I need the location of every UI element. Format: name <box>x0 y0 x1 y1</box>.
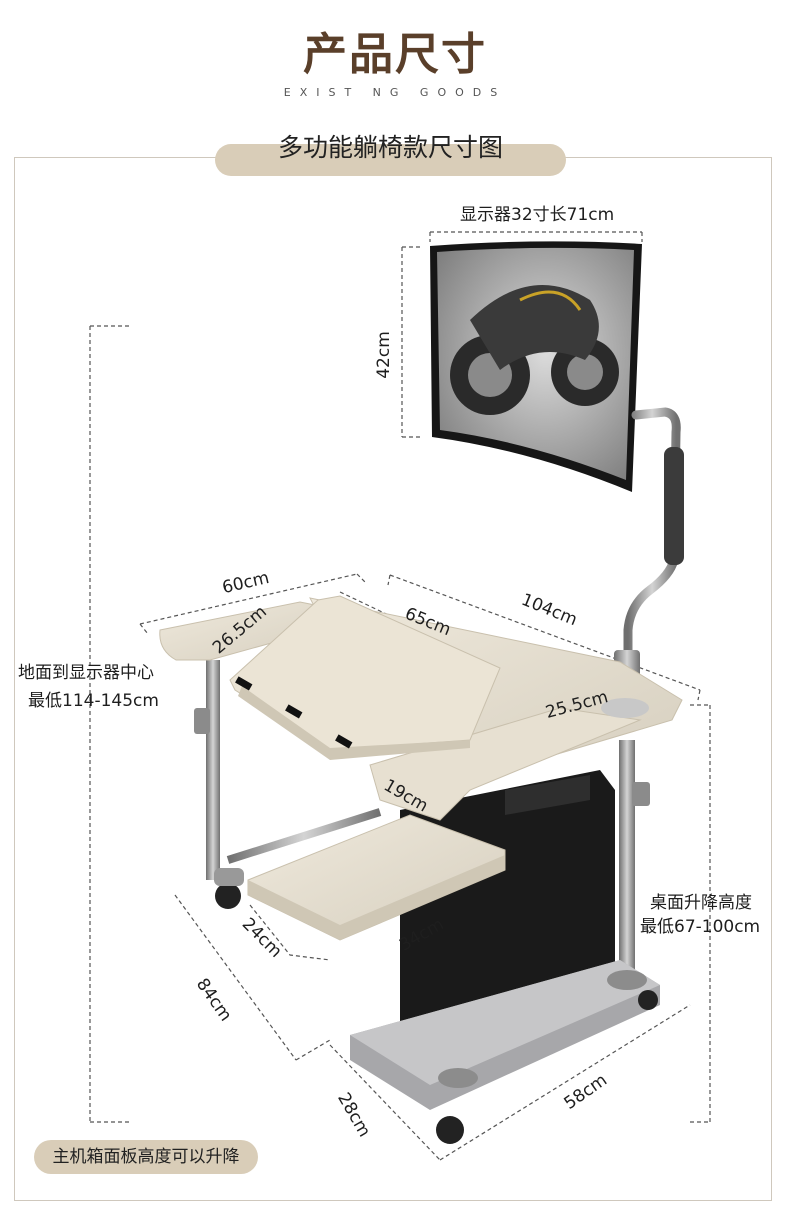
cross-bar <box>226 808 382 864</box>
page-subtitle: EXIST NG GOODS <box>283 86 507 99</box>
section-title: 多功能躺椅款尺寸图 <box>277 133 503 162</box>
caster-right <box>638 990 658 1010</box>
caster-front <box>436 1116 464 1144</box>
left-leg <box>206 660 220 880</box>
section-title-pill <box>215 144 566 176</box>
right-leg <box>619 740 635 980</box>
label-desk-height-2: 最低67-100cm <box>640 917 761 937</box>
page-title: 产品尺寸 <box>303 29 487 80</box>
label-floor-to-monitor-1: 地面到显示器中心 <box>18 663 154 683</box>
arm-grip <box>664 447 684 565</box>
label-floor-to-monitor-2: 最低114-145cm <box>28 691 159 711</box>
height-knob-left <box>194 708 210 734</box>
caster-left <box>215 883 241 909</box>
label-monitor-size: 显示器32寸长71cm <box>460 205 615 225</box>
footer-note: 主机箱面板高度可以升降 <box>34 1140 258 1174</box>
label-monitor-height: 42cm <box>373 331 394 379</box>
height-knob-right <box>632 782 650 806</box>
label-desk-height-1: 桌面升降高度 <box>650 893 752 913</box>
monitor-arm <box>623 407 681 713</box>
front-right-board <box>369 707 642 821</box>
monitor <box>430 241 642 492</box>
